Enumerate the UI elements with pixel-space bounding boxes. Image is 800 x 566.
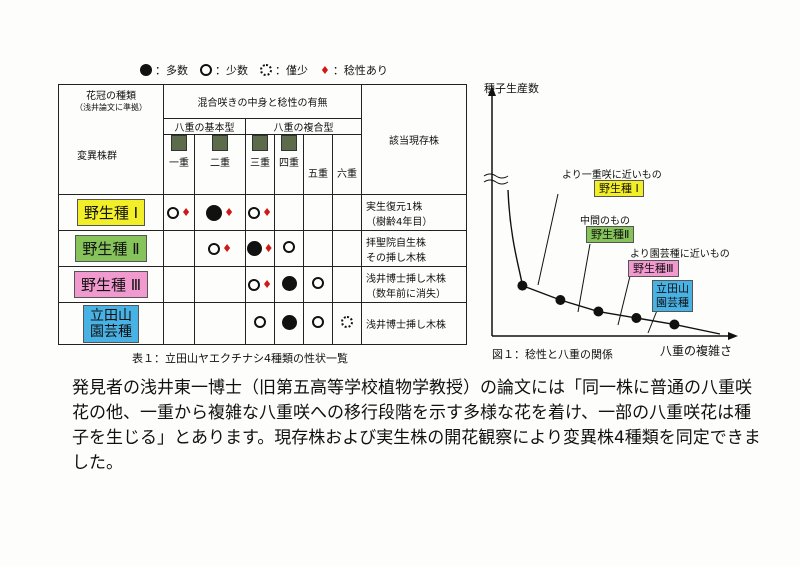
table-row: 野生種 Ⅲ ♦ 浅井博士挿し木株（数年前に消失） bbox=[58, 266, 467, 303]
data-point bbox=[593, 306, 604, 317]
filled-circle-icon bbox=[246, 241, 262, 256]
seed-icon: ♦ bbox=[224, 206, 234, 219]
open-circle-icon bbox=[312, 277, 324, 289]
flower-photo-icon bbox=[212, 135, 228, 151]
seed-icon: ♦ bbox=[262, 206, 272, 219]
row-label: 野生種 Ⅱ bbox=[75, 235, 147, 262]
open-circle-icon bbox=[248, 278, 261, 291]
fertility-chart: 種子生産数 八重の複雑さ より一重咲に近いもの 野生種 Ⅰ 中間のもの 野生種Ⅱ… bbox=[480, 80, 780, 370]
open-circle-icon bbox=[200, 64, 212, 76]
seed-icon: ♦ bbox=[320, 63, 330, 77]
row-label: 立田山園芸種 bbox=[83, 304, 139, 343]
complex-type-header: 八重の複合型 bbox=[245, 118, 362, 135]
filled-circle-icon bbox=[206, 204, 223, 221]
table-row: 野生種 Ⅰ ♦ ♦ ♦ 実生復元1株（樹齢4年目） bbox=[58, 194, 467, 231]
col-six: 六重 bbox=[332, 134, 362, 195]
row-label: 野生種 Ⅲ bbox=[73, 271, 149, 298]
data-point bbox=[631, 313, 642, 323]
seed-icon: ♦ bbox=[262, 278, 272, 291]
open-circle-icon bbox=[283, 241, 295, 253]
col-five: 五重 bbox=[303, 134, 333, 195]
existing-header: 該当現存株 bbox=[361, 84, 467, 195]
y-axis-arrow bbox=[488, 86, 496, 96]
flower-photo-icon bbox=[281, 135, 297, 151]
seed-icon: ♦ bbox=[222, 242, 232, 255]
data-point bbox=[669, 319, 680, 330]
axis-break bbox=[483, 173, 509, 179]
annotation-text: 中間のもの bbox=[580, 216, 630, 227]
y-axis-label: 種子生産数 bbox=[484, 82, 539, 95]
annotation-label: 野生種 Ⅰ bbox=[594, 180, 644, 197]
corner-cell: 花冠の種類 （浅井論文に準拠） 変異株群 bbox=[58, 84, 164, 195]
flower-photo-icon bbox=[171, 135, 187, 151]
legend-few: ：少数 bbox=[200, 62, 248, 78]
leader-line bbox=[537, 193, 559, 286]
data-point bbox=[555, 295, 566, 305]
seed-icon: ♦ bbox=[263, 242, 274, 255]
legend: ：多数 ：少数 ：僅少 ♦：稔性あり bbox=[140, 62, 388, 78]
leader-line bbox=[647, 307, 659, 334]
annotation-label: 野生種Ⅲ bbox=[628, 260, 679, 277]
open-circle-icon bbox=[254, 316, 266, 328]
leader-line bbox=[577, 243, 591, 313]
group-header: 混合咲きの中身と稔性の有無 bbox=[163, 84, 362, 119]
table-row: 野生種 Ⅱ ♦ ♦ 拝聖院自生株その挿し木株 bbox=[58, 230, 467, 267]
seed-icon: ♦ bbox=[181, 206, 191, 219]
col-single: 一重 bbox=[163, 134, 195, 195]
col-quad: 四重 bbox=[274, 134, 304, 195]
body-paragraph: 発見者の浅井東一博士（旧第五高等学校植物学教授）の論文には「同一株に普通の八重咲… bbox=[72, 378, 761, 473]
col-double: 二重 bbox=[194, 134, 246, 195]
chart-svg bbox=[483, 86, 738, 340]
annotation-text: より園芸種に近いもの bbox=[630, 249, 730, 260]
trait-table: 花冠の種類 （浅井論文に準拠） 変異株群 混合咲きの中身と稔性の有無 該当現存株… bbox=[58, 84, 467, 345]
filled-circle-icon bbox=[281, 275, 297, 291]
row-label: 野生種 Ⅰ bbox=[76, 199, 146, 226]
legend-many: ：多数 bbox=[140, 62, 188, 78]
legend-rare: ：僅少 bbox=[260, 62, 308, 78]
col-triple: 三重 bbox=[245, 134, 275, 195]
basic-type-header: 八重の基本型 bbox=[163, 118, 246, 135]
dotted-circle-icon bbox=[260, 64, 272, 76]
chart-caption: 図１：稔性と八重の関係 bbox=[492, 348, 613, 361]
data-point bbox=[517, 280, 528, 291]
leader-line bbox=[617, 275, 631, 326]
open-circle-icon bbox=[312, 316, 324, 328]
table-caption: 表１：立田山ヤエクチナシ4種類の性状一覧 bbox=[132, 352, 348, 365]
legend-fertile: ♦：稔性あり bbox=[320, 63, 388, 78]
axis-break bbox=[483, 179, 509, 185]
annotation-label: 野生種Ⅱ bbox=[586, 226, 635, 243]
open-circle-icon bbox=[208, 242, 221, 255]
filled-circle-icon bbox=[140, 64, 152, 76]
x-axis-arrow bbox=[728, 332, 738, 340]
x-axis-label: 八重の複雑さ bbox=[660, 344, 733, 358]
table-row: 立田山園芸種 浅井博士挿し木株 bbox=[58, 302, 467, 345]
dotted-circle-icon bbox=[341, 316, 353, 328]
flower-photo-icon bbox=[252, 135, 268, 151]
annotation-text: より一重咲に近いもの bbox=[562, 170, 662, 181]
open-circle-icon bbox=[167, 206, 180, 219]
annotation-label: 立田山園芸種 bbox=[652, 280, 693, 312]
open-circle-icon bbox=[248, 206, 261, 219]
filled-circle-icon bbox=[281, 314, 297, 330]
fertility-curve bbox=[507, 189, 721, 335]
